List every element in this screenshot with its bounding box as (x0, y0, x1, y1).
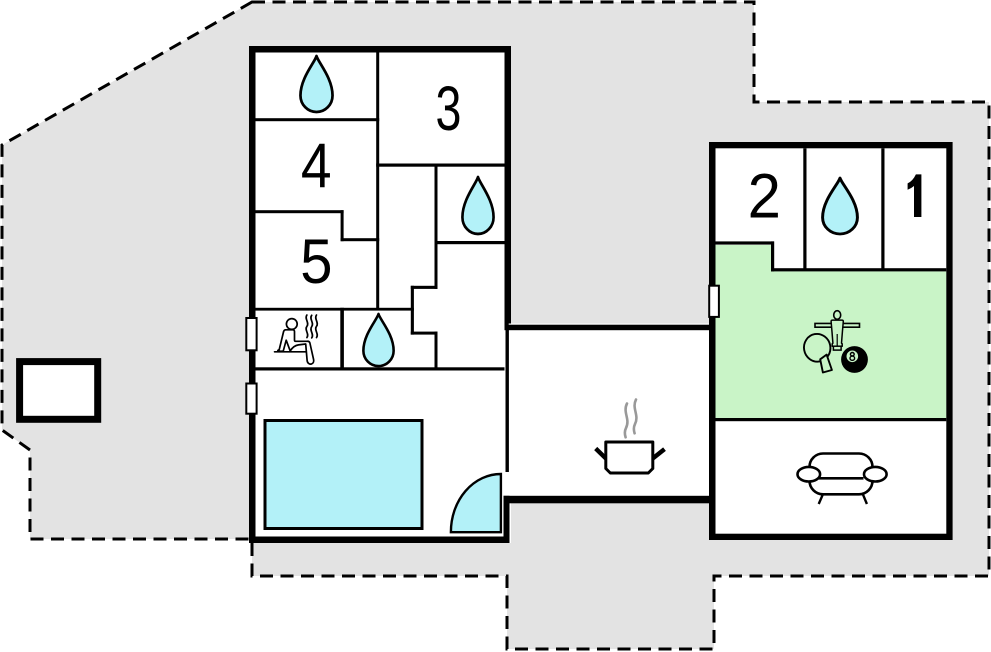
svg-text:2: 2 (748, 161, 781, 232)
svg-text:3: 3 (436, 73, 462, 143)
svg-text:5: 5 (300, 226, 332, 297)
svg-text:4: 4 (301, 130, 332, 201)
